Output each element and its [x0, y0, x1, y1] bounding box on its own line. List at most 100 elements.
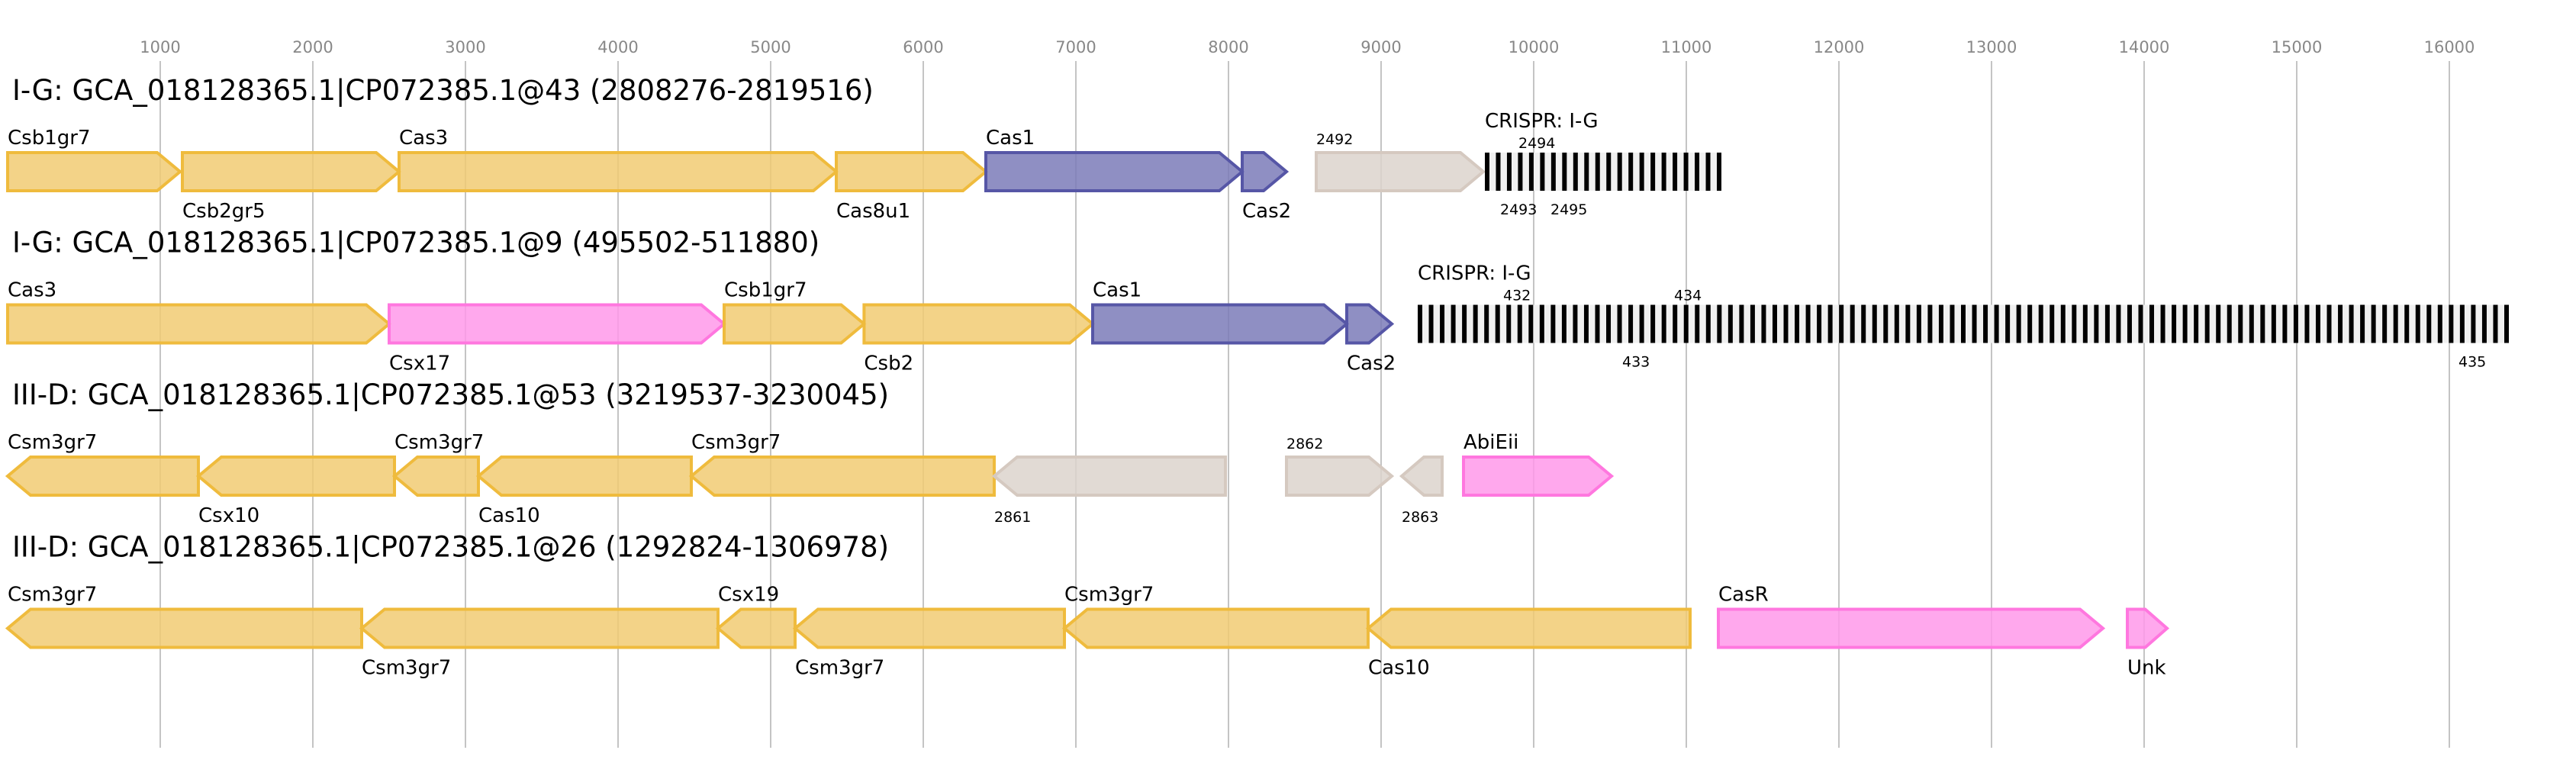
crispr-repeat: [1916, 304, 1921, 343]
gene-label: Csb1gr7: [724, 279, 807, 302]
gene-arrow: [1399, 456, 1444, 497]
crispr-repeat: [1695, 304, 1700, 343]
locus-row: I-G: GCA_018128365.1|CP072385.1@43 (2808…: [6, 74, 1721, 223]
gene-csx19: Csx19: [715, 584, 797, 649]
axis-tick-label: 13000: [1966, 38, 2017, 56]
gene-arrow: [1241, 151, 1290, 192]
crispr-repeat: [1894, 304, 1899, 343]
gene-label: CasR: [1718, 584, 1769, 607]
crispr-repeat: [1705, 153, 1711, 191]
gene-label: AbiEii: [1463, 431, 1518, 454]
crispr-repeat: [2127, 304, 2132, 343]
gene-2863: 2863: [1399, 456, 1444, 526]
gene-arrow: [1462, 456, 1615, 497]
gene-csb1gr7: Csb1gr7: [723, 279, 867, 345]
crispr-repeat: [1695, 153, 1700, 191]
spacer-label: 2493: [1500, 201, 1537, 218]
crispr-repeat: [1451, 304, 1456, 343]
crispr-repeat: [2404, 304, 2410, 343]
gene-arrow: [6, 303, 392, 345]
crispr-repeat: [1484, 304, 1489, 343]
gene-label: Cas8u1: [836, 200, 910, 223]
gene-label: 2863: [1402, 509, 1438, 526]
crispr-repeat: [2104, 304, 2110, 343]
crispr-repeat: [1850, 304, 1855, 343]
gene-label: Csx19: [718, 584, 779, 607]
crispr-repeat: [1595, 153, 1600, 191]
crispr-repeat: [1739, 304, 1744, 343]
crispr-repeat: [1606, 304, 1612, 343]
crispr-repeat: [1883, 304, 1889, 343]
gene-cas8u1: Cas8u1: [835, 151, 989, 223]
crispr-repeat: [1418, 304, 1422, 343]
gene-arrow: [835, 151, 989, 192]
gene-arrow: [715, 607, 797, 649]
crispr-repeat: [2426, 304, 2432, 343]
axis-tick-label: 10000: [1509, 38, 1560, 56]
crispr-repeat: [1872, 304, 1877, 343]
gene-arrow: [359, 607, 720, 649]
gene-2492: 2492: [1315, 131, 1486, 192]
gene-cas1: Cas1: [1091, 279, 1350, 345]
crispr-repeat: [1961, 304, 1966, 343]
crispr-repeat: [1496, 153, 1501, 191]
axis-tick-label: 9000: [1360, 38, 1401, 56]
crispr-repeat: [2504, 304, 2509, 343]
locus-title: I-G: GCA_018128365.1|CP072385.1@43 (2808…: [12, 74, 874, 107]
crispr-repeat: [2194, 304, 2199, 343]
crispr-repeat: [1584, 153, 1589, 191]
crispr-repeat: [1938, 304, 1943, 343]
crispr-repeat: [1440, 304, 1445, 343]
gene-arrow: [1091, 303, 1350, 345]
gene-arrow: [991, 456, 1227, 497]
axis-tick-label: 6000: [903, 38, 943, 56]
axis-tick-label: 1000: [140, 38, 180, 56]
crispr-repeat: [2060, 304, 2066, 343]
gene-csm3gr7: Csm3gr7: [391, 431, 484, 497]
axis-tick-label: 8000: [1208, 38, 1248, 56]
locus-title: III-D: GCA_018128365.1|CP072385.1@53 (32…: [12, 378, 889, 411]
gene-arrow: [2126, 607, 2170, 649]
gene-label: Cas10: [478, 504, 540, 527]
gene-cas3: Cas3: [6, 279, 392, 345]
gene-label: Csm3gr7: [795, 657, 884, 680]
crispr-repeat: [1661, 304, 1666, 343]
crispr-repeat: [1795, 304, 1800, 343]
crispr-repeat: [1783, 304, 1789, 343]
gene-csb2gr5: Csb2gr5: [181, 151, 402, 223]
gene-arrow: [5, 607, 363, 649]
crispr-repeat: [2182, 304, 2188, 343]
crispr-repeat: [1495, 304, 1500, 343]
gene-cas3: Cas3: [398, 127, 839, 192]
gene-csm3gr7: Csm3gr7: [792, 607, 1066, 680]
gene-cas2: Cas2: [1345, 303, 1396, 375]
gene-csb1gr7: Csb1gr7: [6, 127, 183, 192]
crispr-repeat: [2282, 304, 2288, 343]
gene-arrow: [6, 151, 183, 192]
crispr-repeat: [2459, 304, 2465, 343]
rows-layer: I-G: GCA_018128365.1|CP072385.1@43 (2808…: [5, 74, 2509, 680]
gene-label: 2492: [1316, 131, 1353, 148]
gene-cas10: Cas10: [1365, 607, 1692, 680]
gene-arrow: [1061, 607, 1370, 649]
crispr-repeat: [2304, 304, 2310, 343]
crispr-repeat: [2016, 304, 2021, 343]
crispr-repeat: [2238, 304, 2243, 343]
gene-label: Csb1gr7: [8, 127, 90, 150]
crispr-repeat: [1673, 304, 1678, 343]
spacer-label: 433: [1622, 354, 1650, 371]
crispr-repeat: [1817, 304, 1822, 343]
axis-tick-label: 15000: [2272, 38, 2323, 56]
gene-label: Csx17: [389, 353, 450, 375]
crispr-repeat: [1606, 153, 1612, 191]
crispr-repeat: [2082, 304, 2088, 343]
crispr-repeat: [1717, 304, 1722, 343]
crispr-repeat: [1994, 304, 1999, 343]
crispr-repeat: [1683, 153, 1689, 191]
crispr-repeat: [1506, 153, 1512, 191]
crispr-repeat: [2072, 304, 2077, 343]
gene-arrow: [5, 456, 200, 497]
axis-tick-label: 5000: [750, 38, 791, 56]
crispr-repeat: [2360, 304, 2365, 343]
crispr-repeat: [1485, 153, 1489, 191]
